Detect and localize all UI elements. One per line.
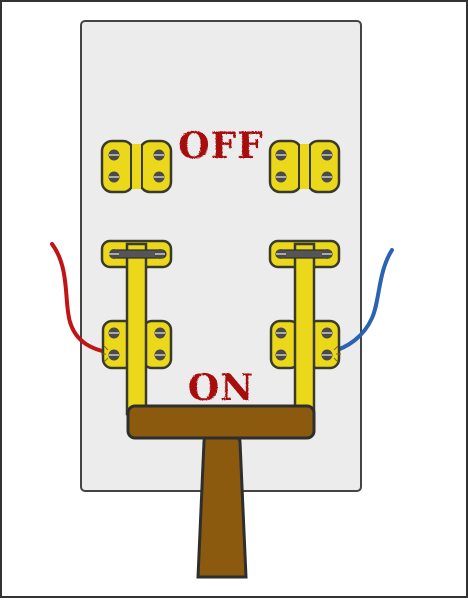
off-label: OFF [178, 125, 263, 167]
screw-icon [275, 349, 287, 361]
left-hinge-assembly [100, 239, 173, 416]
right-blade [293, 242, 316, 416]
handle-grip[interactable] [196, 436, 248, 579]
left-blade [125, 242, 148, 416]
screw-icon [108, 349, 120, 361]
on-label: ON [188, 367, 254, 409]
screw-icon [322, 249, 332, 259]
screw-icon [108, 171, 120, 183]
screw-icon [108, 327, 120, 339]
wire-icon-left [50, 242, 114, 355]
screw-icon [275, 149, 287, 161]
left-terminal-spark [101, 345, 109, 363]
right-hinge-assembly [268, 239, 341, 416]
screw-icon [276, 249, 286, 259]
screw-icon [321, 149, 333, 161]
screw-icon [321, 327, 333, 339]
screw-icon [275, 171, 287, 183]
screw-icon [154, 349, 166, 361]
wire-icon-right [328, 248, 394, 354]
screw-icon [155, 249, 165, 259]
off-clip-right [268, 139, 341, 194]
screw-icon [275, 327, 287, 339]
screw-icon [154, 327, 166, 339]
screw-icon [321, 171, 333, 183]
screw-icon [153, 171, 165, 183]
screw-icon [321, 349, 333, 361]
screw-icon [108, 149, 120, 161]
screw-icon [109, 249, 119, 259]
right-terminal-spark [333, 345, 341, 363]
handle-crossbar[interactable] [126, 404, 316, 440]
off-clip-left [100, 139, 173, 194]
screw-icon [153, 149, 165, 161]
